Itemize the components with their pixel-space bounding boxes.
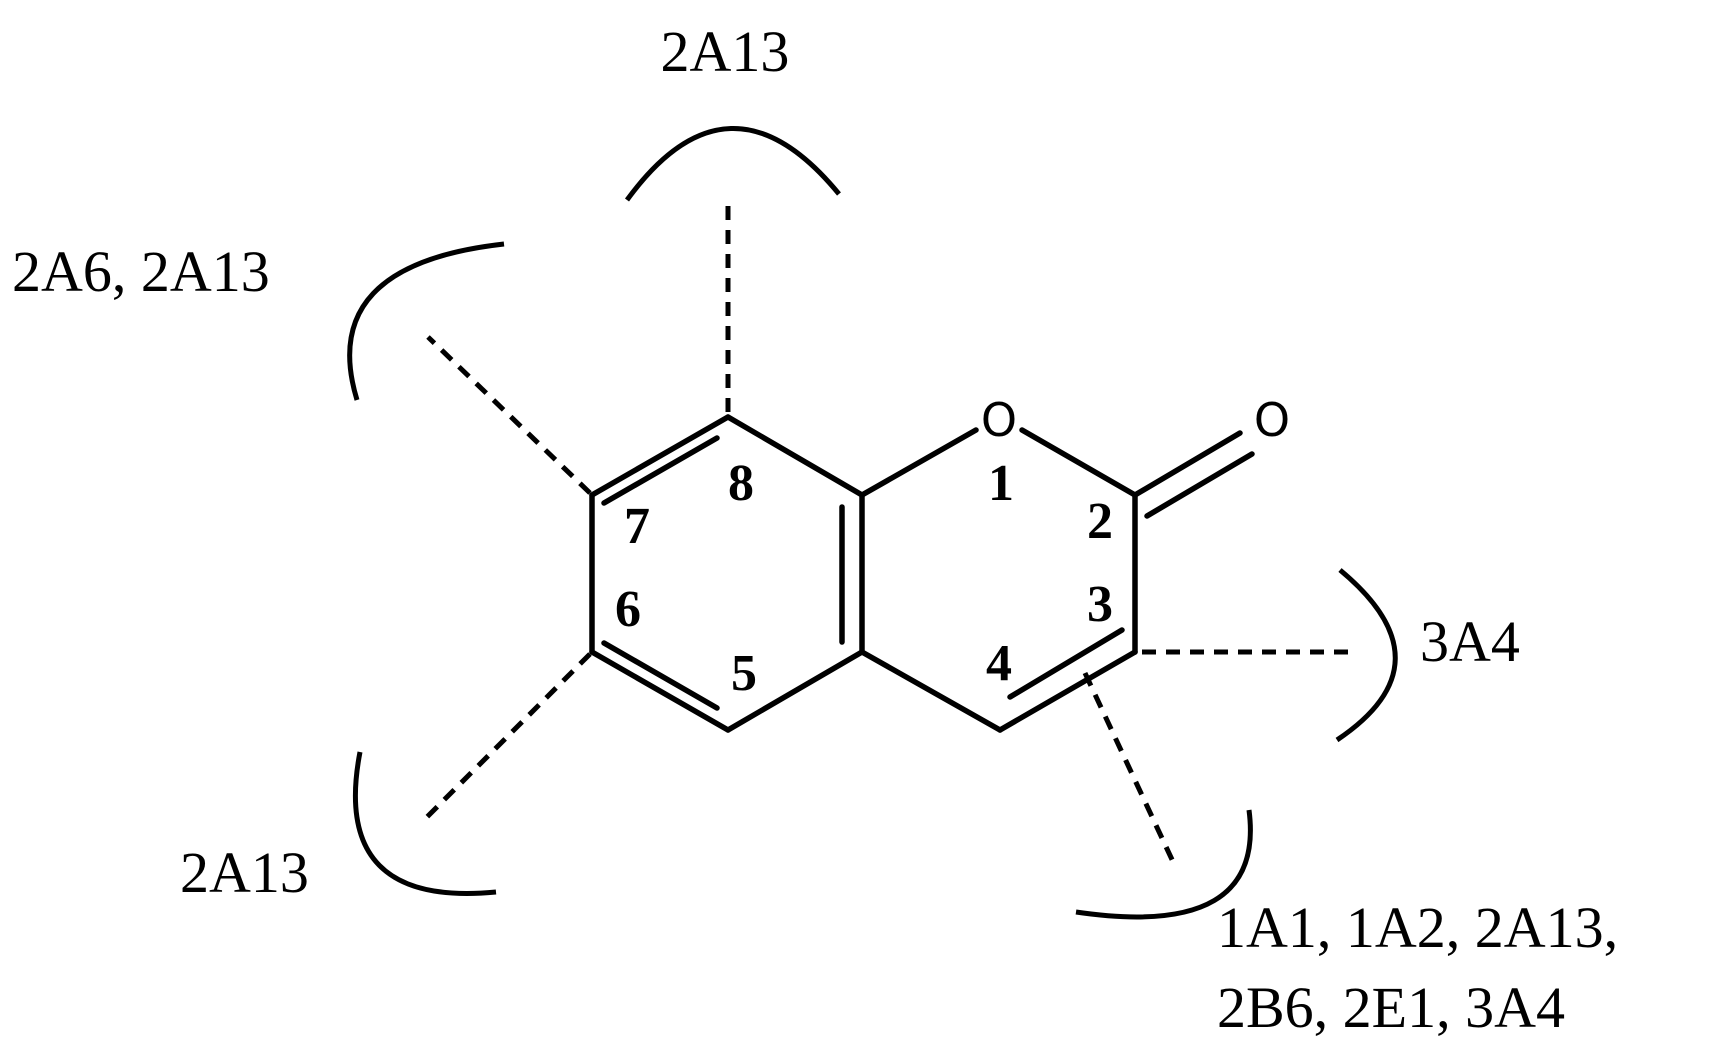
bond-c3-c4-inner: [1007, 627, 1125, 700]
position-number-1: 1: [988, 455, 1014, 512]
bracket-arc-position-4: [1075, 809, 1253, 920]
enzyme-label-position-4-line1: 1A1, 1A2, 2A13,: [1217, 895, 1618, 960]
position-number-6: 6: [615, 581, 641, 638]
bond-c5-c6: [589, 649, 731, 733]
ring-oxygen-label: O: [981, 393, 1017, 447]
bracket-arc-position-3: [1335, 568, 1398, 743]
dashed-site-line-7: [426, 335, 592, 495]
enzyme-label-position-3: 3A4: [1420, 609, 1520, 674]
bond-c7-c8: [589, 414, 731, 498]
bond-c4-c4a: [859, 649, 1003, 733]
position-number-4: 4: [986, 635, 1012, 692]
enzyme-label-position-7: 2A6, 2A13: [12, 239, 270, 304]
bracket-arc-position-7: [347, 241, 505, 401]
bond-o1-c2: [1019, 427, 1138, 498]
carbonyl-oxygen-label: O: [1254, 393, 1290, 447]
position-number-3: 3: [1087, 576, 1113, 633]
dashed-site-line-6: [419, 652, 592, 825]
position-number-8: 8: [728, 455, 754, 512]
bond-c2-o-carbonyl-b: [1144, 451, 1255, 519]
bond-c4a-c5: [725, 649, 865, 733]
bracket-arc-position-6: [353, 751, 497, 896]
enzyme-label-position-8: 2A13: [661, 19, 790, 84]
position-number-5: 5: [731, 645, 757, 702]
bond-c2-o-carbonyl-a: [1132, 430, 1243, 498]
bond-c8-c8a: [725, 414, 865, 498]
position-number-2: 2: [1087, 493, 1113, 550]
bond-c7-c8-inner: [601, 435, 720, 506]
bond-c8a-o1: [859, 427, 979, 498]
bond-c5-c6-inner: [601, 640, 720, 711]
bond-c3-c4: [997, 649, 1138, 733]
dashed-site-line-4: [1082, 671, 1178, 868]
position-number-7: 7: [624, 498, 650, 555]
enzyme-label-position-4-line2: 2B6, 2E1, 3A4: [1217, 975, 1565, 1040]
bracket-arc-position-8: [624, 126, 841, 202]
enzyme-label-position-6: 2A13: [180, 840, 309, 905]
